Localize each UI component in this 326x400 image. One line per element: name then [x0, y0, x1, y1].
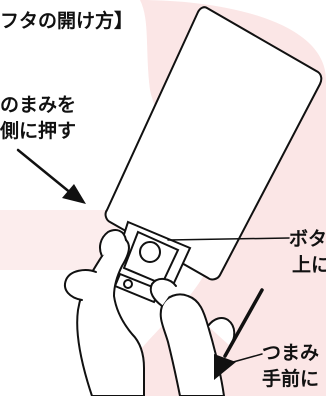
step-right-bottom-line1: つまみ: [262, 342, 320, 364]
arrow-icon: [16, 148, 290, 380]
step-left-line1: のまみを: [0, 94, 77, 116]
step-right-top-line2: 上に: [292, 254, 326, 276]
page-title: フタの開け方】: [0, 10, 134, 32]
step-right-bottom-line2: 手前に: [262, 368, 320, 390]
remote-control-illustration: [104, 6, 323, 281]
hand-illustration: [64, 229, 236, 397]
step-right-top-line1: ボタ: [289, 228, 326, 250]
step-left-line2: 側に押す: [0, 120, 77, 142]
battery-cover-illustration: [110, 220, 192, 304]
